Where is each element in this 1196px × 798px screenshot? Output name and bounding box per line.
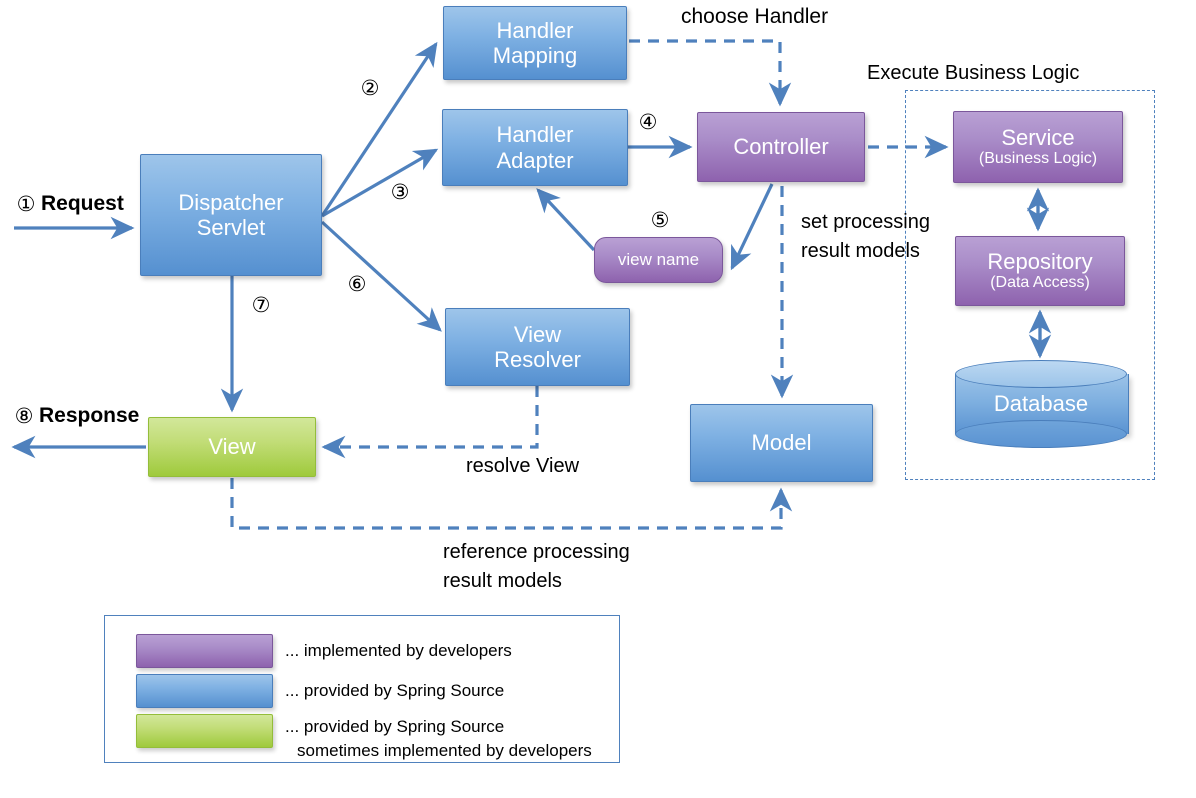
legend-swatch-green: [136, 714, 273, 748]
label-set-result-models-line1: set processing: [801, 211, 930, 233]
arrow-view-name-to-adapter: [536, 188, 596, 252]
node-label-line1: Handler: [496, 17, 574, 43]
legend-label-green-line1: ... provided by Spring Source: [285, 717, 505, 736]
step-number-8: ⑧: [14, 405, 34, 428]
node-controller[interactable]: Controller: [697, 112, 865, 182]
step-number-7: ⑦: [251, 294, 271, 317]
node-database[interactable]: Database: [955, 360, 1129, 448]
step-number-1: ①: [16, 193, 36, 216]
node-label-line1: Repository: [987, 249, 1093, 275]
label-set-result-models-line2: result models: [801, 240, 920, 262]
arrow-reference-result-models: [230, 478, 793, 530]
node-dispatcher-servlet[interactable]: Dispatcher Servlet: [140, 154, 322, 276]
node-label-line1: Database: [993, 391, 1089, 416]
node-label-line2: Mapping: [492, 43, 578, 68]
node-label-line1: View: [513, 321, 562, 347]
label-reference-result-models-line2: result models: [443, 570, 562, 592]
step-number-5: ⑤: [650, 209, 670, 232]
label-request: Request: [41, 192, 124, 215]
label-execute-business-logic: Execute Business Logic: [867, 62, 1080, 84]
node-view[interactable]: View: [148, 417, 316, 477]
step-number-6: ⑥: [347, 273, 367, 296]
node-label-line1: Handler: [496, 122, 574, 148]
node-handler-adapter[interactable]: Handler Adapter: [442, 109, 628, 186]
node-handler-mapping[interactable]: Handler Mapping: [443, 6, 627, 80]
business-logic-boundary: [905, 90, 1155, 480]
node-repository[interactable]: Repository (Data Access): [955, 236, 1125, 306]
node-label-line1: View: [208, 434, 256, 460]
arrow-choose-handler: [629, 39, 792, 107]
node-label-line2: Resolver: [494, 347, 581, 372]
step-number-3: ③: [390, 181, 410, 204]
legend-label-green-line2: sometimes implemented by developers: [297, 741, 592, 760]
node-label-line1: Service: [1001, 125, 1075, 151]
step-number-4: ④: [638, 111, 658, 134]
node-label-line1: Model: [751, 430, 812, 456]
label-resolve-view: resolve View: [466, 455, 580, 477]
legend-label-blue: ... provided by Spring Source: [285, 681, 505, 700]
label-choose-handler: choose Handler: [681, 5, 829, 28]
arrow-5-view-name: [730, 183, 774, 271]
arrow-6-view-resolver: [320, 220, 442, 332]
node-label-line2: (Data Access): [990, 274, 1090, 292]
arrow-2-handler-mapping: [320, 41, 438, 217]
node-model[interactable]: Model: [690, 404, 873, 482]
node-label-line2: Adapter: [496, 147, 574, 173]
arrow-resolve-view: [321, 386, 539, 459]
database-cylinder-top: [955, 360, 1127, 388]
node-label-line1: view name: [617, 250, 700, 270]
label-response: Response: [39, 404, 140, 427]
arrow-3-handler-adapter: [321, 148, 439, 218]
node-view-name[interactable]: view name: [594, 237, 723, 283]
node-label-line2: (Business Logic): [978, 150, 1098, 168]
node-service[interactable]: Service (Business Logic): [953, 111, 1123, 183]
step-number-2: ②: [360, 77, 380, 100]
label-reference-result-models-line1: reference processing: [443, 541, 630, 563]
legend-label-purple: ... implemented by developers: [285, 641, 512, 660]
database-cylinder-bottom: [955, 420, 1127, 448]
node-label-line2: Servlet: [196, 215, 266, 240]
node-view-resolver[interactable]: View Resolver: [445, 308, 630, 386]
legend-swatch-blue: [136, 674, 273, 708]
legend-swatch-purple: [136, 634, 273, 668]
node-label-line1: Dispatcher: [178, 189, 284, 215]
node-label-line1: Controller: [733, 134, 829, 160]
legend-box: ... implemented by developers ... provid…: [104, 615, 620, 763]
